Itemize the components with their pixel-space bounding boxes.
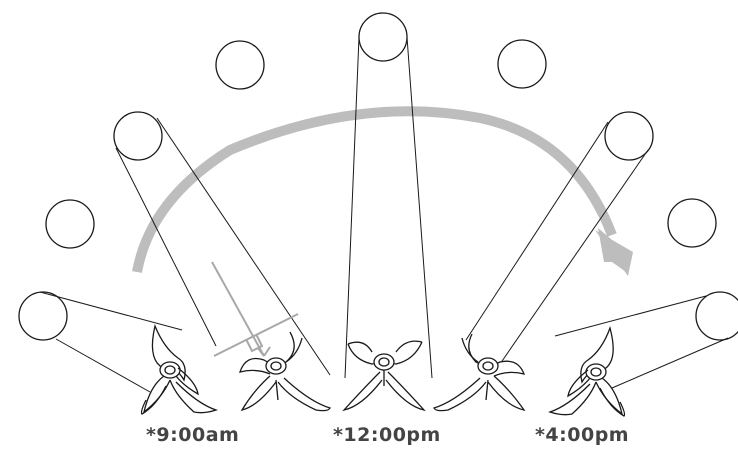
- flower-plant-icon: [140, 323, 219, 415]
- sun-circle-icon: [18, 291, 68, 341]
- sun-circle-icon: [45, 199, 95, 249]
- angle-marker: [211, 261, 299, 357]
- flower-plant-icon: [433, 333, 526, 412]
- sun-circle-icon: [113, 111, 163, 161]
- time-label-morning: *9:00am: [146, 424, 240, 446]
- sun-circle-icon: [215, 40, 265, 90]
- flower-plant-icon: [547, 325, 626, 417]
- sun-circle-icon: [604, 111, 654, 161]
- time-label-noon: *12:00pm: [333, 424, 441, 446]
- sun-positions: [18, 12, 738, 341]
- flower-plant-icon: [342, 340, 426, 412]
- sun-rays: [39, 36, 729, 393]
- time-label-afternoon: *4:00pm: [535, 424, 630, 446]
- sun-path-arrow: [132, 106, 633, 276]
- sun-circle-icon: [695, 291, 738, 341]
- sun-circle-icon: [358, 12, 408, 62]
- sun-circle-icon: [497, 39, 547, 89]
- sun-circle-icon: [667, 198, 717, 248]
- flower-plant-icon: [239, 331, 331, 412]
